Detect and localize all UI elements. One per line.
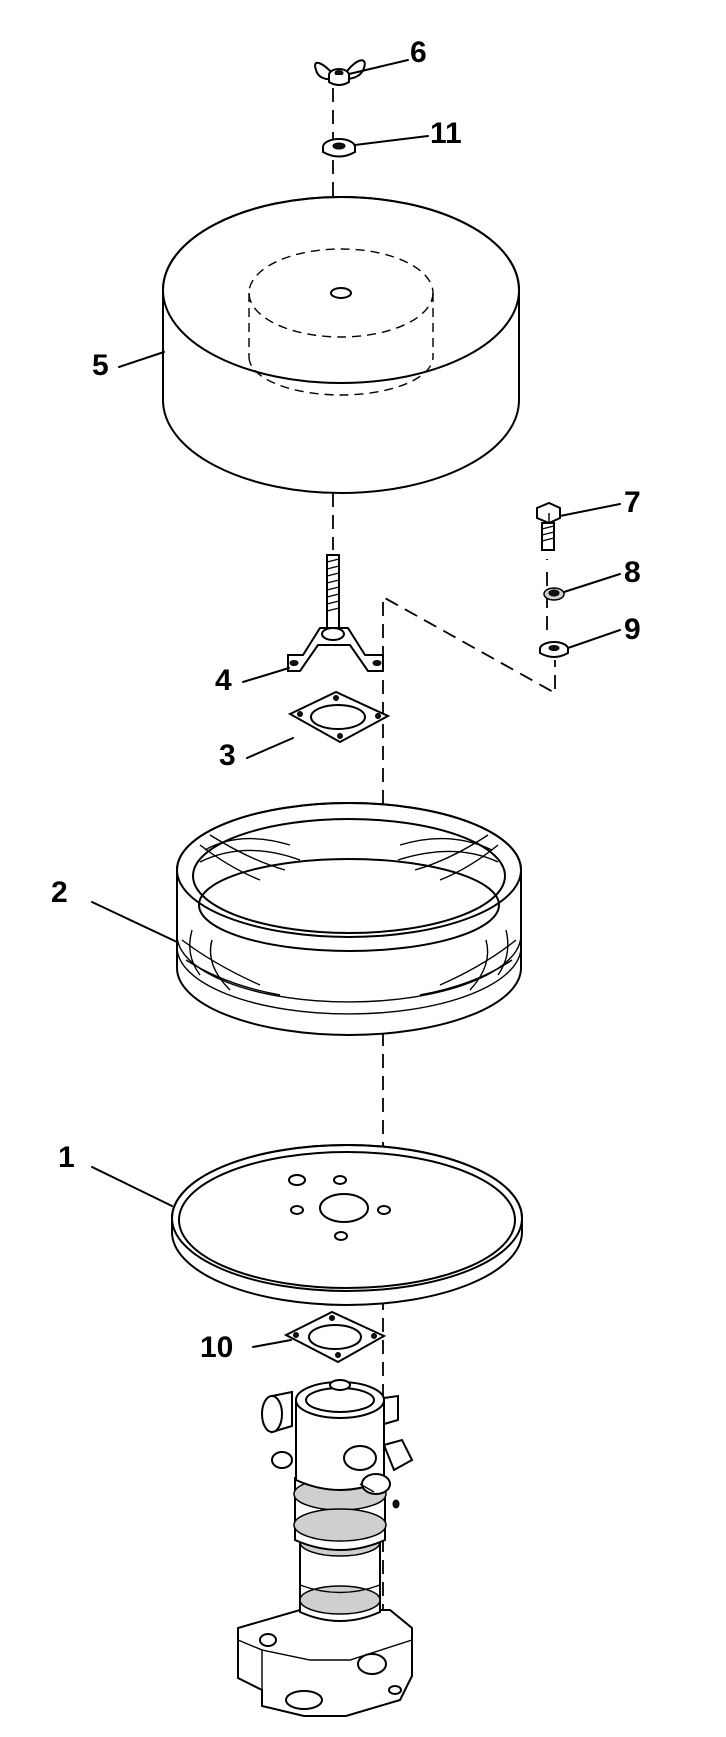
- callout-10: 10: [200, 1331, 233, 1364]
- part-10-gasket: [283, 1310, 387, 1364]
- callout-2: 2: [51, 876, 68, 909]
- callout-labels: 6 11 5 7 8 9 4 3 2 1 10: [51, 36, 641, 1364]
- callout-3: 3: [219, 739, 236, 772]
- part-8-lock-washer: [543, 587, 565, 601]
- throttle-body-assembly: [237, 1379, 414, 1717]
- callout-9: 9: [624, 613, 641, 646]
- part-1-base-plate: [171, 1144, 523, 1306]
- callout-11: 11: [430, 117, 462, 150]
- part-4-bracket-stud: [287, 554, 384, 672]
- part-9-flat-washer: [539, 641, 569, 658]
- callout-8: 8: [624, 556, 641, 589]
- callout-5: 5: [92, 349, 109, 382]
- callout-4: 4: [215, 664, 232, 697]
- callout-7: 7: [624, 486, 641, 519]
- callout-6: 6: [410, 36, 427, 69]
- part-11-washer: [322, 138, 356, 158]
- filter-mesh: [181, 834, 517, 996]
- part-7-bolt: [536, 501, 561, 551]
- part-2-filter-element: [176, 802, 522, 1036]
- callout-1: 1: [58, 1141, 75, 1174]
- part-5-air-cleaner-cover: [162, 196, 520, 494]
- part-3-gasket: [287, 690, 391, 744]
- callout-leaders: [91, 59, 621, 1348]
